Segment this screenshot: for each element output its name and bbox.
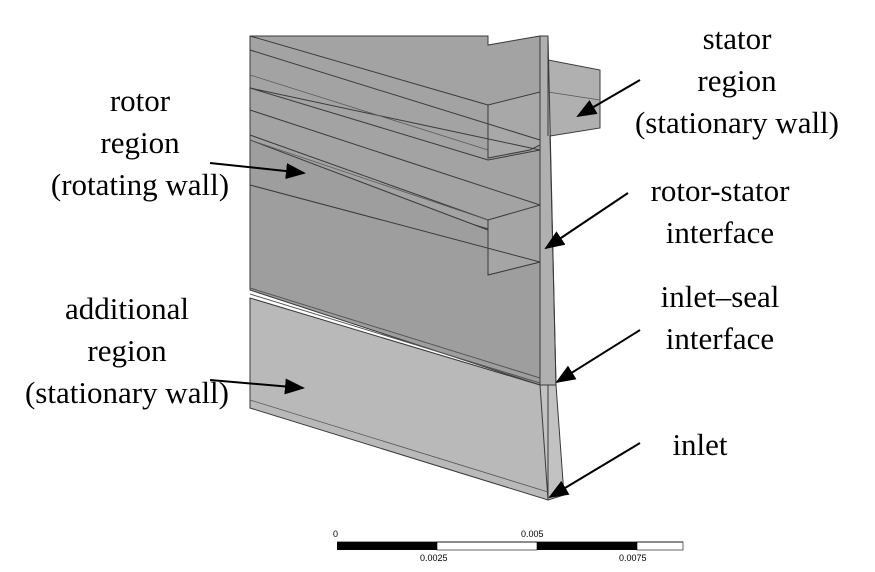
rotor-edge-d (249, 139, 489, 221)
rotor-tooth-2 (249, 87, 541, 161)
scale-tick-0005: 0.005 (521, 529, 544, 539)
stator-label-line-1: stator (702, 21, 772, 56)
inlet-seal-label-line-2: interface (665, 321, 775, 356)
rotor-edge-j (249, 293, 541, 384)
stator-edge-b (547, 91, 601, 101)
rotor-label-line-3: (rotating wall) (50, 167, 230, 202)
scale-tick-0: 0 (333, 529, 339, 539)
inlet-seal-interface-arrow (555, 329, 641, 384)
inlet-label: inlet (650, 424, 750, 466)
additional-label-line-3: (stationary wall) (24, 375, 229, 410)
additional-region-label: additional region (stationary wall) (4, 288, 250, 414)
scale-bar-seg-3 (537, 542, 637, 550)
stator-label-line-2: region (697, 63, 777, 98)
rotor-stator-label-line-1: rotor-stator (650, 173, 790, 208)
stator-arrow (576, 79, 641, 118)
rotor-edge-a (249, 49, 541, 141)
scale-bar (337, 541, 684, 551)
rotor-stator-interface-arrow (544, 192, 629, 250)
additional-label-line-1: additional (65, 291, 189, 326)
scale-bar-seg-1 (337, 542, 437, 550)
scale-tick-00025: 0.0025 (420, 553, 448, 563)
rotor-stator-interface-label: rotor-stator interface (625, 170, 815, 254)
scale-tick-00075: 0.0075 (619, 553, 647, 563)
additional-label-line-2: region (87, 333, 167, 368)
inlet-label-line-1: inlet (672, 427, 728, 462)
stator-label-line-3: (stationary wall) (634, 105, 839, 140)
inlet-arrow (548, 442, 641, 499)
additional-region-arrow (209, 378, 305, 395)
rotor-edge-c (249, 109, 541, 206)
stator-region-label: stator region (stationary wall) (612, 18, 862, 144)
rotor-edge-e (249, 184, 541, 263)
rotor-edge-b (249, 74, 489, 151)
rotor-edge-i (249, 287, 541, 379)
inlet-seal-interface-label: inlet–seal interface (625, 276, 815, 360)
rotor-label-line-1: rotor (109, 83, 171, 118)
rotor-region-label: rotor region (rotating wall) (30, 80, 250, 206)
rotor-stator-label-line-2: interface (665, 215, 775, 250)
scale-bar-seg-2 (436, 541, 538, 551)
additional-edge-a (249, 399, 549, 493)
rotor-label-line-2: region (100, 125, 180, 160)
rotor-arrow (209, 162, 306, 180)
stator-edge-c (547, 35, 557, 386)
inlet-seal-label-line-1: inlet–seal (660, 279, 780, 314)
scale-bar-seg-4 (636, 541, 684, 551)
